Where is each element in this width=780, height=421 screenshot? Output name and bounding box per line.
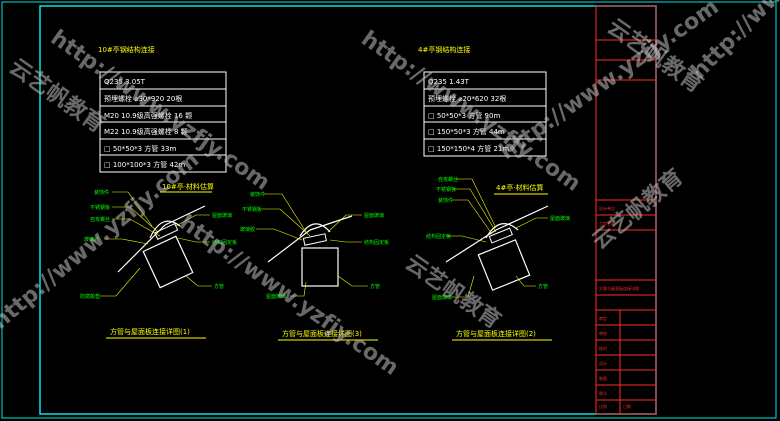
watermark-url-6: http://www.yzfjy.com (0, 148, 204, 335)
d3-label-1: 自攻螺丝 (438, 176, 458, 183)
d3-label-2: 不锈钢板 (436, 186, 456, 193)
d2-label-4: 屋面玻璃 (364, 212, 384, 219)
d1-label-8: 方管 (214, 283, 224, 290)
title-block: 设计单位 工程名称 方管与屋面板连接详图 审定 审核 校对 设计 制图 图号 比… (595, 5, 657, 415)
detail-1-title: 10#亭·材料估算 (162, 182, 214, 191)
left-table-row-4: M22 10.9级高强螺栓 8 颗 (104, 127, 188, 136)
detail-2-drawing: 装饰件 不锈钢板 玻璃胶 屋面玻璃 结构固定板 屋面玻璃 方管 方管与屋面板连接… (240, 191, 389, 341)
d2-label-1: 装饰件 (250, 191, 265, 198)
d2-label-2: 不锈钢板 (242, 206, 262, 213)
detail-1-drawing: 10#亭·材料估算 装饰件 不锈钢板 自攻螺丝 玻璃胶 屋面玻璃 结构固定板 防… (80, 182, 237, 339)
left-table-row-2: 预埋螺栓 ⌀30*920 20根 (104, 94, 182, 103)
d1-label-5: 屋面玻璃 (212, 212, 232, 219)
right-table-row-5: □ 150*150*4 方管 21m (428, 144, 509, 153)
detail-3-drawing: 4#亭·材料估算 自攻螺丝 不锈钢板 装饰件 屋面玻璃 结构固定板 屋面玻璃 方… (426, 176, 570, 341)
d3-label-7: 方管 (538, 283, 548, 290)
title-block-row-5: 制图 (599, 375, 607, 381)
left-section-title: 10#亭钢结构连接 (98, 45, 155, 54)
title-block-row-8: 日期 (623, 403, 631, 409)
watermark-brand-2: 云艺帆教育 (401, 250, 506, 334)
d1-label-1: 装饰件 (94, 189, 109, 196)
title-block-row-7: 比例 (599, 403, 607, 409)
right-table-row-3: □ 50*50*3 方管 90m (428, 111, 500, 120)
watermark-layer: http://www.yzfjy.com 云艺帆教育 http://www.yz… (0, 0, 780, 381)
title-block-label-a: 设计单位 (599, 205, 615, 211)
title-block-row-2: 审核 (599, 330, 607, 336)
detail-3-title: 4#亭·材料估算 (496, 183, 544, 192)
title-block-row-4: 设计 (599, 360, 607, 366)
left-table-row-6: □ 100*100*3 方管 42m (104, 160, 185, 169)
d2-label-3: 玻璃胶 (240, 226, 255, 233)
left-table-row-5: □ 50*50*3 方管 33m (104, 144, 176, 153)
title-block-label-b: 工程名称 (599, 220, 615, 226)
d3-label-6: 屋面玻璃 (432, 294, 452, 301)
d1-label-6: 结构固定板 (212, 239, 237, 246)
title-block-row-3: 校对 (599, 345, 607, 351)
detail-3-caption: 方管与屋面板连接详图(2) (456, 329, 536, 338)
right-table-row-4: □ 150*50*3 方管 44m (428, 127, 505, 136)
detail-1-caption: 方管与屋面板连接详图(1) (110, 327, 190, 336)
left-table-row-3: M20 10.9级高强螺栓 16 颗 (104, 111, 192, 120)
d3-label-3: 装饰件 (438, 197, 453, 204)
d2-label-6: 屋面玻璃 (266, 293, 286, 300)
d2-label-5: 结构固定板 (364, 239, 389, 246)
detail-2-caption: 方管与屋面板连接详图(3) (282, 329, 362, 338)
watermark-url-2: http://www.yzfjy.com (175, 210, 403, 380)
right-section-title: 4#亭钢结构连接 (418, 45, 470, 54)
d3-label-4: 屋面玻璃 (550, 215, 570, 222)
title-block-row-1: 审定 (599, 315, 607, 321)
right-table-row-1: Q235 1.43T (428, 78, 470, 86)
d1-label-2: 不锈钢板 (90, 204, 110, 211)
d1-label-3: 自攻螺丝 (90, 216, 110, 223)
d1-label-4: 玻璃胶 (84, 236, 99, 243)
d3-label-5: 结构固定板 (426, 233, 451, 240)
title-block-drawing-name: 方管与屋面板连接详图 (599, 285, 639, 291)
title-block-row-6: 图号 (599, 390, 607, 396)
right-table-row-2: 预埋螺栓 ⌀20*620 32根 (428, 94, 506, 103)
d1-label-7: 防腐胶垫 (80, 293, 100, 300)
right-materials-table: Q235 1.43T 预埋螺栓 ⌀20*620 32根 □ 50*50*3 方管… (423, 71, 547, 157)
d2-label-7: 方管 (370, 283, 380, 290)
left-materials-table: Q235 3.05T 预埋螺栓 ⌀30*920 20根 M20 10.9级高强螺… (99, 71, 227, 173)
left-table-row-1: Q235 3.05T (104, 78, 146, 86)
